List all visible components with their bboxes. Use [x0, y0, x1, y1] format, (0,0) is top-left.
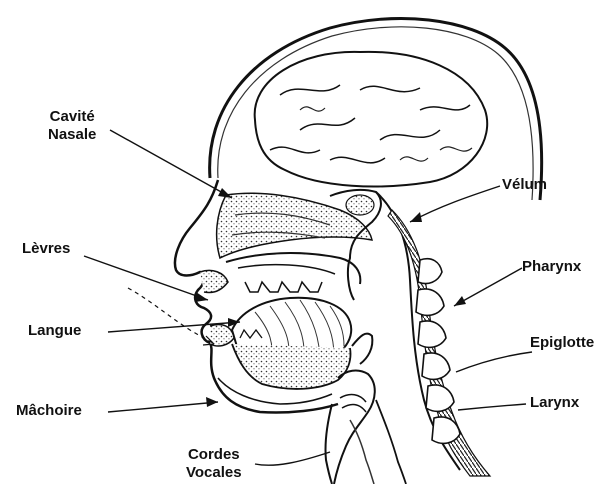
- label-epiglotte: Epiglotte: [530, 334, 594, 352]
- label-levres: Lèvres: [22, 240, 70, 258]
- label-cavite-nasale-line1: Cavité: [48, 108, 96, 126]
- vocal-cords: [340, 395, 366, 412]
- label-langue: Langue: [28, 322, 81, 340]
- neck-front: [325, 404, 332, 484]
- label-machoire: Mâchoire: [16, 402, 82, 420]
- epiglottis: [352, 334, 372, 364]
- brain: [255, 52, 488, 187]
- label-cordes-vocales: Cordes Vocales: [186, 446, 242, 482]
- upper-lip: [200, 270, 228, 292]
- upper-teeth: [245, 282, 322, 292]
- label-cavite-nasale: Cavité Nasale: [48, 108, 96, 144]
- label-cavite-nasale-line2: Nasale: [48, 126, 96, 144]
- label-cordes-vocales-line1: Cordes: [186, 446, 242, 464]
- label-velum: Vélum: [502, 176, 547, 194]
- jaw: [232, 344, 351, 389]
- palate: [226, 253, 360, 284]
- label-pharynx: Pharynx: [522, 258, 581, 276]
- label-larynx: Larynx: [530, 394, 579, 412]
- label-cordes-vocales-line2: Vocales: [186, 464, 242, 482]
- velum-fill: [346, 195, 374, 215]
